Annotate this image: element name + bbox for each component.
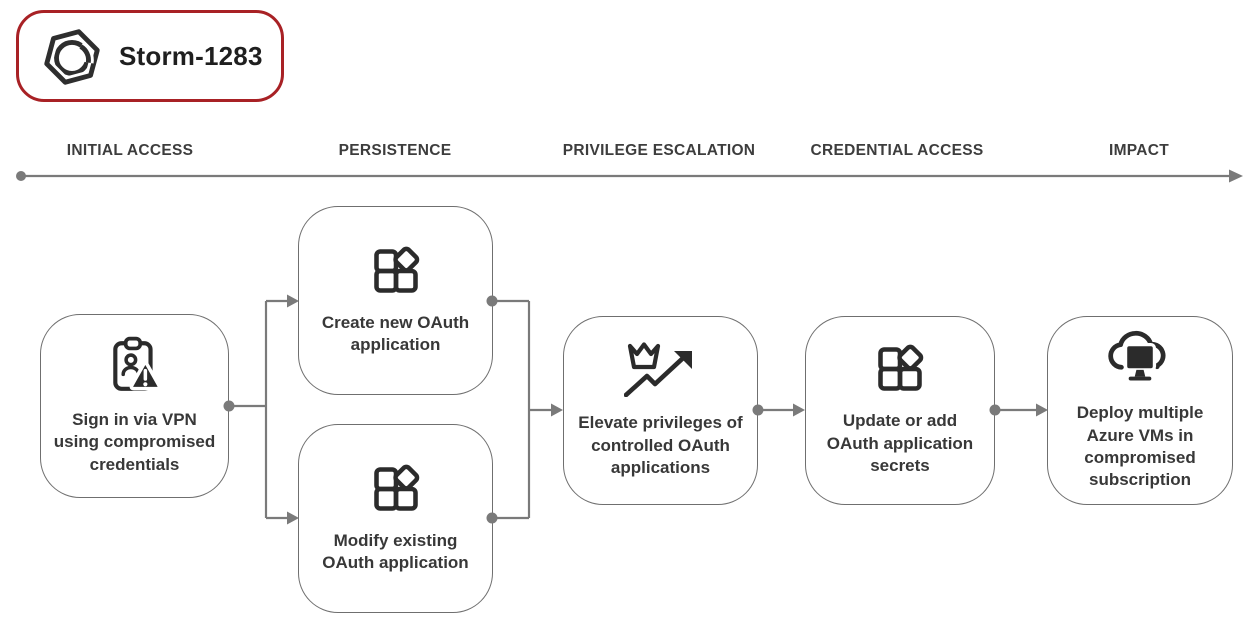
node-label: Sign in via VPN using compromised creden… (53, 409, 216, 474)
node-create-oauth-app: Create new OAuth application (298, 206, 493, 395)
node-update-oauth-secrets: Update or add OAuth application secrets (805, 316, 995, 505)
node-elevate-privileges: Elevate privileges of controlled OAuth a… (563, 316, 758, 505)
cloud-desktop-icon (1108, 331, 1166, 381)
connector-branch (223, 294, 299, 525)
node-deploy-azure-vms: Deploy multiple Azure VMs in compromised… (1047, 316, 1233, 505)
threat-actor-hexagon-icon (41, 26, 103, 88)
node-label: Elevate privileges of controlled OAuth a… (578, 413, 743, 478)
stage-label-impact: IMPACT (1108, 142, 1170, 159)
stage-label-initial-access: INITIAL ACCESS (66, 142, 194, 159)
node-label: Create new OAuth application (321, 312, 470, 354)
threat-actor-name: Storm-1283 (119, 40, 263, 71)
app-grid-icon (373, 246, 419, 293)
node-modify-oauth-app: Modify existing OAuth application (298, 424, 493, 613)
connector-5-6 (989, 403, 1048, 417)
app-grid-icon (373, 464, 419, 511)
connector-merge (486, 295, 563, 524)
crown-trending-up-icon (624, 342, 692, 398)
connector-4-5 (752, 403, 805, 417)
stage-label-credential-access: CREDENTIAL ACCESS (810, 142, 984, 159)
stage-label-persistence: PERSISTENCE (338, 142, 452, 159)
stage-label-privilege-escalation: PRIVILEGE ESCALATION (562, 142, 756, 159)
node-label: Update or add OAuth application secrets (826, 411, 974, 476)
node-label: Modify existing OAuth application (322, 530, 469, 572)
node-label: Deploy multiple Azure VMs in compromised… (1076, 403, 1204, 490)
node-sign-in-vpn: Sign in via VPN using compromised creden… (40, 314, 229, 498)
clipboard-person-warning-icon (112, 336, 161, 391)
app-grid-icon (878, 345, 924, 392)
timeline-axis (16, 169, 1243, 183)
threat-actor-badge: Storm-1283 (16, 10, 284, 102)
